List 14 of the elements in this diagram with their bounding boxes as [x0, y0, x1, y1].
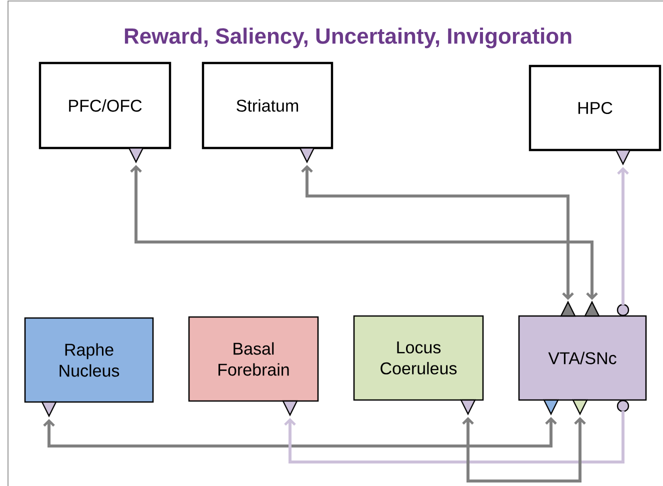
arrow — [43, 417, 557, 448]
region-box: PFC/OFC — [38, 62, 172, 150]
title: Reward, Saliency, Uncertainty, Invigoration — [124, 28, 572, 48]
region-box: VTA/SNc — [518, 315, 647, 401]
arrow — [130, 165, 598, 300]
region-box: HPC — [528, 64, 662, 152]
arrow — [301, 165, 574, 300]
arrow — [284, 411, 624, 464]
region-box: Raphe Nucleus — [24, 317, 154, 403]
region-box: Locus Coeruleus — [353, 315, 484, 401]
region-box: Striatum — [202, 62, 334, 150]
region-box: Basal Forebrain — [188, 316, 319, 402]
arrow — [462, 417, 586, 482]
arrow — [617, 167, 629, 305]
